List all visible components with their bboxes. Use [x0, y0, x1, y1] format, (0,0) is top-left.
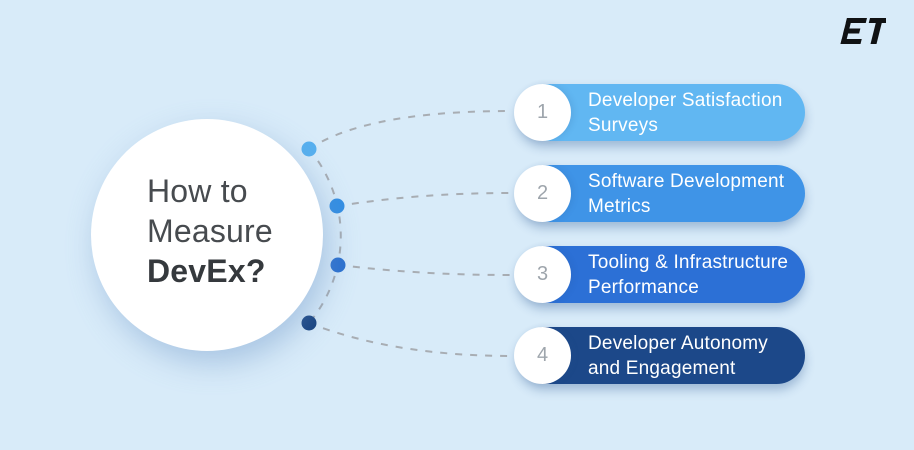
- pill-label: Software Development Metrics: [516, 169, 798, 219]
- question-line-1: How to: [147, 173, 248, 209]
- pill-number-badge: 4: [514, 327, 571, 384]
- pill-label-line-1: Developer Autonomy: [588, 332, 768, 354]
- et-logo-icon: [840, 18, 886, 44]
- question-line-2: Measure: [147, 213, 273, 249]
- node-dot-3: [330, 257, 346, 273]
- connector-3: [337, 264, 513, 276]
- pill-number-badge: 1: [514, 84, 571, 141]
- pill-label-line-1: Developer Satisfaction: [588, 89, 783, 111]
- pill-software-development-metrics: 2 Software Development Metrics: [514, 165, 805, 222]
- pill-tooling-infrastructure-performance: 3 Tooling & Infrastructure Performance: [514, 246, 805, 303]
- pill-number-badge: 3: [514, 246, 571, 303]
- pill-label-line-2: Performance: [588, 276, 699, 298]
- node-dot-2: [329, 198, 345, 214]
- pill-label-line-1: Software Development: [588, 170, 785, 192]
- pill-developer-autonomy-engagement: 4 Developer Autonomy and Engagement: [514, 327, 805, 384]
- pill-label-line-2: and Engagement: [588, 357, 736, 379]
- pill-label-line-2: Metrics: [588, 195, 651, 217]
- pill-label-line-1: Tooling & Infrastructure: [588, 251, 789, 273]
- pill-label-line-2: Surveys: [588, 114, 659, 136]
- connector-1: [308, 110, 513, 150]
- dot-arc: [308, 148, 342, 324]
- question-line-3: DevEx?: [147, 253, 266, 289]
- question-text: How to Measure DevEx?: [147, 171, 273, 291]
- connector-2: [336, 192, 513, 207]
- node-dot-1: [301, 141, 317, 157]
- pill-developer-satisfaction-surveys: 1 Developer Satisfaction Surveys: [514, 84, 805, 141]
- node-dot-4: [301, 315, 317, 331]
- connector-4: [308, 322, 513, 357]
- pill-number-badge: 2: [514, 165, 571, 222]
- pill-label: Developer Autonomy and Engagement: [516, 331, 782, 381]
- pill-label: Developer Satisfaction Surveys: [516, 88, 797, 138]
- question-bubble: How to Measure DevEx?: [91, 119, 323, 351]
- pill-label: Tooling & Infrastructure Performance: [516, 250, 802, 300]
